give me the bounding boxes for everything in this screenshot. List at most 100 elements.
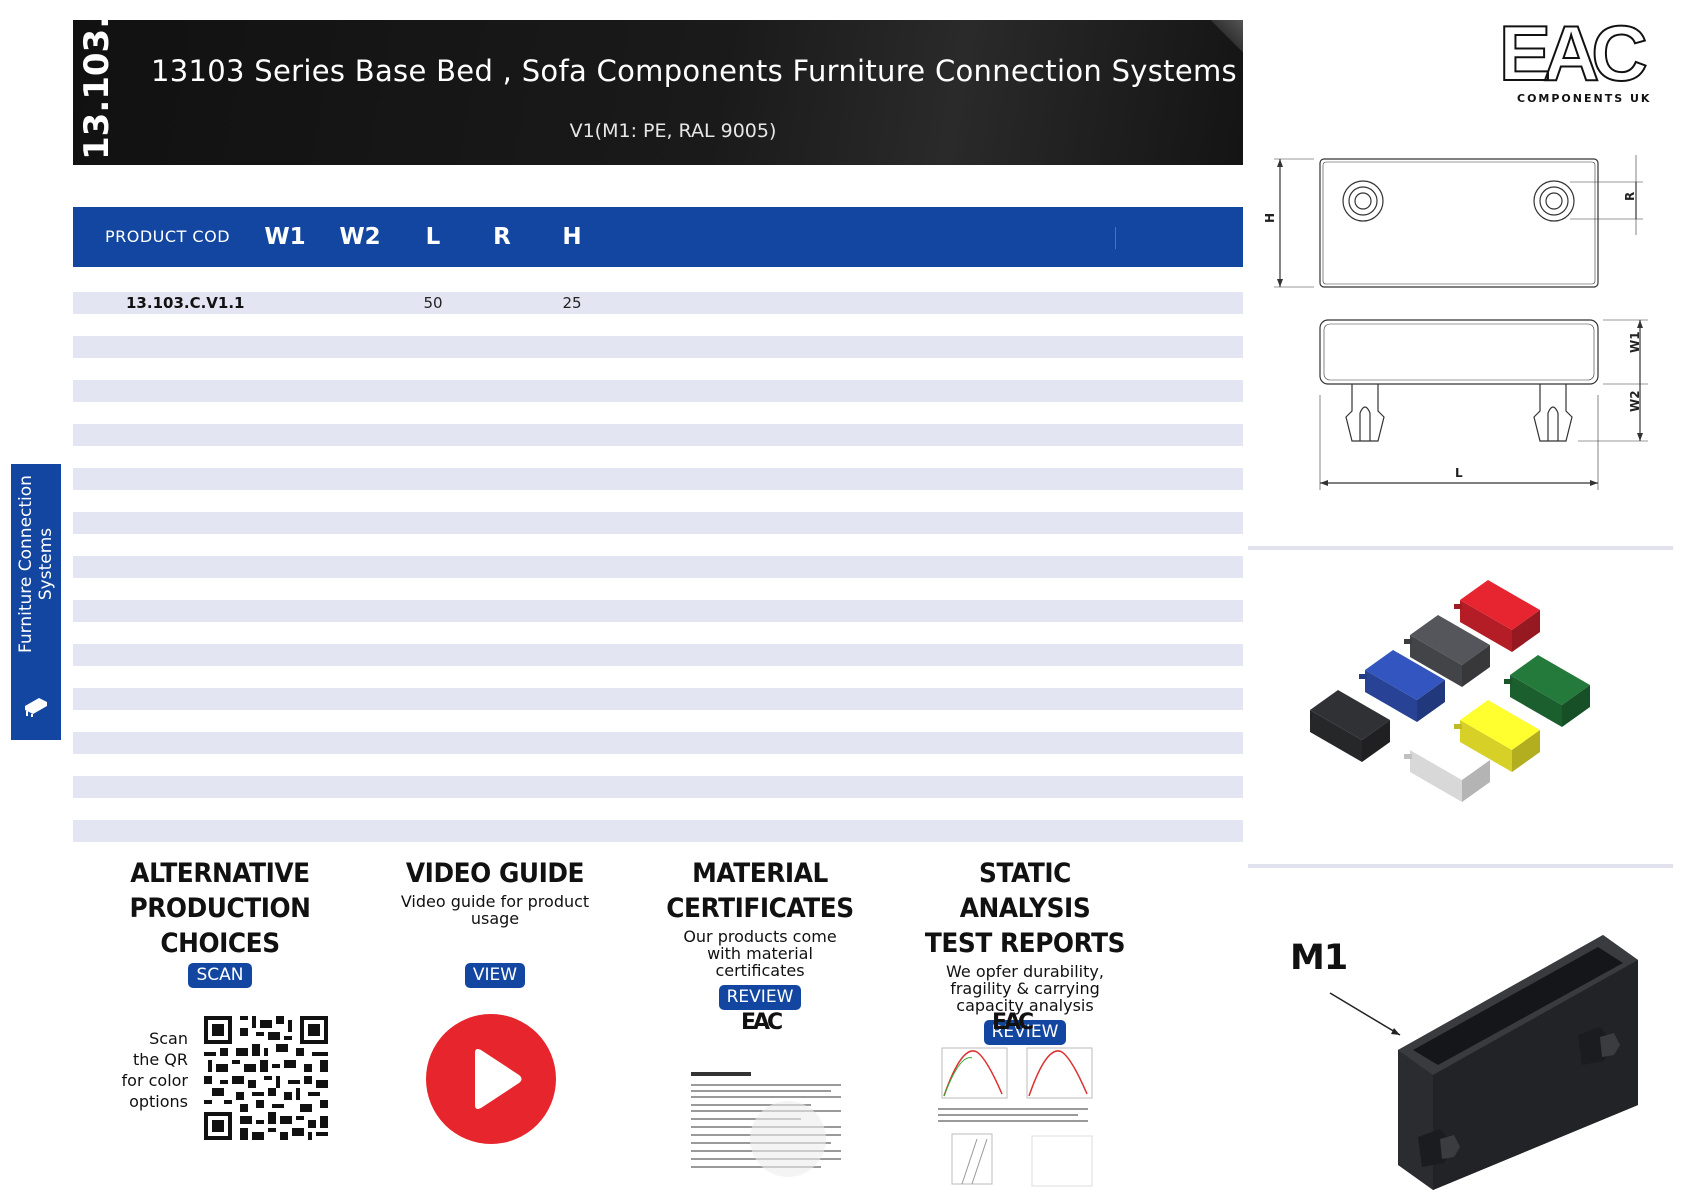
test-report-chart-icon bbox=[938, 1047, 1093, 1187]
material-review-button[interactable]: REVIEW bbox=[718, 985, 802, 1010]
color-variant-block-top bbox=[1460, 700, 1540, 750]
table-row-empty bbox=[73, 468, 1243, 490]
dim-label-w1: W1 bbox=[1628, 331, 1642, 353]
table-row-empty bbox=[73, 644, 1243, 666]
cell-h: 25 bbox=[562, 294, 582, 312]
color-variant-block-side bbox=[1512, 730, 1540, 772]
material-title-line-2: CERTIFICATES bbox=[666, 893, 854, 924]
view-button[interactable]: VIEW bbox=[464, 963, 526, 988]
static-report-thumbnail[interactable]: EAC bbox=[932, 1010, 1112, 1190]
banner-corner-decoration bbox=[1203, 20, 1243, 60]
static-description: We opfer durability, fragility & carryin… bbox=[946, 962, 1104, 1015]
page-title: 13103 Series Base Bed , Sofa Components … bbox=[151, 54, 1237, 88]
col-header-product-code: PRODUCT COD bbox=[105, 227, 231, 246]
certificate-document-icon bbox=[691, 1072, 841, 1177]
static-analysis-section: STATIC ANALYSIS TEST REPORTS We opfer du… bbox=[905, 856, 1145, 1045]
scan-line: for color bbox=[121, 1071, 188, 1090]
cell-l: 50 bbox=[423, 294, 443, 312]
table-row-empty bbox=[73, 380, 1243, 402]
alternative-title-line-2: PRODUCTION bbox=[129, 893, 311, 924]
color-variant-block-side bbox=[1417, 680, 1445, 722]
scan-line: options bbox=[129, 1092, 188, 1111]
table-header: PRODUCT COD W1 W2 L R H bbox=[73, 207, 1243, 267]
table-row-empty bbox=[73, 688, 1243, 710]
color-variant-pin bbox=[1454, 604, 1462, 609]
qr-code-icon[interactable] bbox=[200, 1012, 332, 1144]
connector-icon bbox=[25, 698, 47, 717]
color-variant-pin bbox=[1310, 714, 1312, 719]
thumb-logo: EAC bbox=[992, 1010, 1034, 1035]
cell-product-code: 13.103.C.V1.1 bbox=[126, 294, 245, 312]
thumb-logo: EAC bbox=[741, 1010, 783, 1035]
scan-instructions: Scan the QR for color options bbox=[118, 1028, 188, 1112]
color-variant-block-top bbox=[1510, 655, 1590, 705]
table-row-empty bbox=[73, 600, 1243, 622]
material-certificate-thumbnail[interactable]: EAC bbox=[683, 1010, 853, 1190]
alternative-production-section: ALTERNATIVE PRODUCTION CHOICES SCAN bbox=[110, 856, 330, 988]
color-variant-pin bbox=[1504, 679, 1512, 684]
side-category-tab[interactable]: Furniture Connection Systems bbox=[11, 464, 61, 740]
static-title-line-2: TEST REPORTS bbox=[924, 928, 1126, 959]
alternative-title-line-3: CHOICES bbox=[160, 928, 280, 959]
table-row-empty bbox=[73, 336, 1243, 358]
color-variant-block-side bbox=[1362, 720, 1390, 762]
table-row-empty bbox=[73, 732, 1243, 754]
color-variant-block-front bbox=[1365, 670, 1417, 722]
col-header-w1: W1 bbox=[264, 224, 306, 250]
color-variant-block-front bbox=[1460, 720, 1512, 772]
company-logo: EAC COMPONENTS UK bbox=[1495, 9, 1655, 110]
dim-label-r: R bbox=[1623, 192, 1637, 201]
table-row-empty bbox=[73, 776, 1243, 798]
dim-label-l: L bbox=[1455, 466, 1463, 480]
material-description: Our products come with material certific… bbox=[683, 927, 837, 980]
side-tab-label: Furniture Connection Systems bbox=[16, 475, 56, 653]
table-row-empty bbox=[73, 556, 1243, 578]
col-header-w2: W2 bbox=[339, 224, 381, 250]
color-variant-block-front bbox=[1310, 710, 1362, 762]
color-variant-block-side bbox=[1562, 685, 1590, 727]
table-row-empty bbox=[73, 820, 1243, 842]
dim-label-w2: W2 bbox=[1628, 390, 1642, 412]
color-variant-pin bbox=[1454, 724, 1462, 729]
table-body: 13.103.C.V1.1 50 25 bbox=[73, 292, 1243, 864]
color-variant-block-top bbox=[1310, 690, 1390, 740]
header-banner: 13.103.C 13103 Series Base Bed , Sofa Co… bbox=[73, 20, 1243, 165]
color-variant-pin bbox=[1404, 639, 1412, 644]
col-header-r: R bbox=[493, 224, 511, 250]
section-divider bbox=[1248, 864, 1673, 868]
dim-label-h: H bbox=[1263, 213, 1277, 223]
color-variant-pin bbox=[1359, 674, 1367, 679]
table-row-empty bbox=[73, 512, 1243, 534]
color-variant-block-side bbox=[1512, 610, 1540, 652]
static-review-button[interactable]: REVIEW bbox=[983, 1020, 1067, 1045]
technical-drawing: H R W1 W2 L bbox=[1263, 155, 1648, 490]
color-variant-block-front bbox=[1410, 635, 1462, 687]
color-variants-image bbox=[1310, 580, 1590, 802]
color-variant-block-front bbox=[1510, 675, 1562, 727]
color-variant-block-top bbox=[1410, 615, 1490, 665]
m1-material-render bbox=[1329, 935, 1638, 1190]
logo-mark: EAC bbox=[1498, 9, 1649, 97]
video-description: Video guide for product usage bbox=[400, 892, 590, 928]
table-row: 13.103.C.V1.1 50 25 bbox=[73, 292, 1243, 314]
table-row-empty bbox=[73, 424, 1243, 446]
play-icon[interactable] bbox=[425, 1013, 557, 1145]
video-title: VIDEO GUIDE bbox=[405, 858, 585, 889]
color-variant-block-side bbox=[1462, 645, 1490, 687]
scan-line: the QR bbox=[132, 1050, 188, 1069]
color-variant-block-front bbox=[1460, 600, 1512, 652]
material-certificates-section: MATERIAL CERTIFICATES Our products come … bbox=[650, 856, 870, 1010]
static-title-line-1: STATIC ANALYSIS bbox=[959, 858, 1091, 924]
color-variant-block-front bbox=[1410, 750, 1462, 802]
section-divider bbox=[1248, 546, 1673, 550]
scan-line: Scan bbox=[149, 1029, 188, 1048]
material-label-m1: M1 bbox=[1290, 938, 1348, 978]
color-variant-pin bbox=[1404, 754, 1412, 759]
page-subtitle: V1(M1: PE, RAL 9005) bbox=[569, 120, 777, 142]
scan-button[interactable]: SCAN bbox=[188, 963, 252, 988]
color-variant-block-side bbox=[1462, 760, 1490, 802]
col-header-h: H bbox=[562, 224, 582, 250]
logo-subtitle: COMPONENTS UK bbox=[1517, 92, 1652, 105]
video-guide-section: VIDEO GUIDE Video guide for product usag… bbox=[390, 856, 600, 988]
color-variant-block-top bbox=[1410, 730, 1490, 780]
